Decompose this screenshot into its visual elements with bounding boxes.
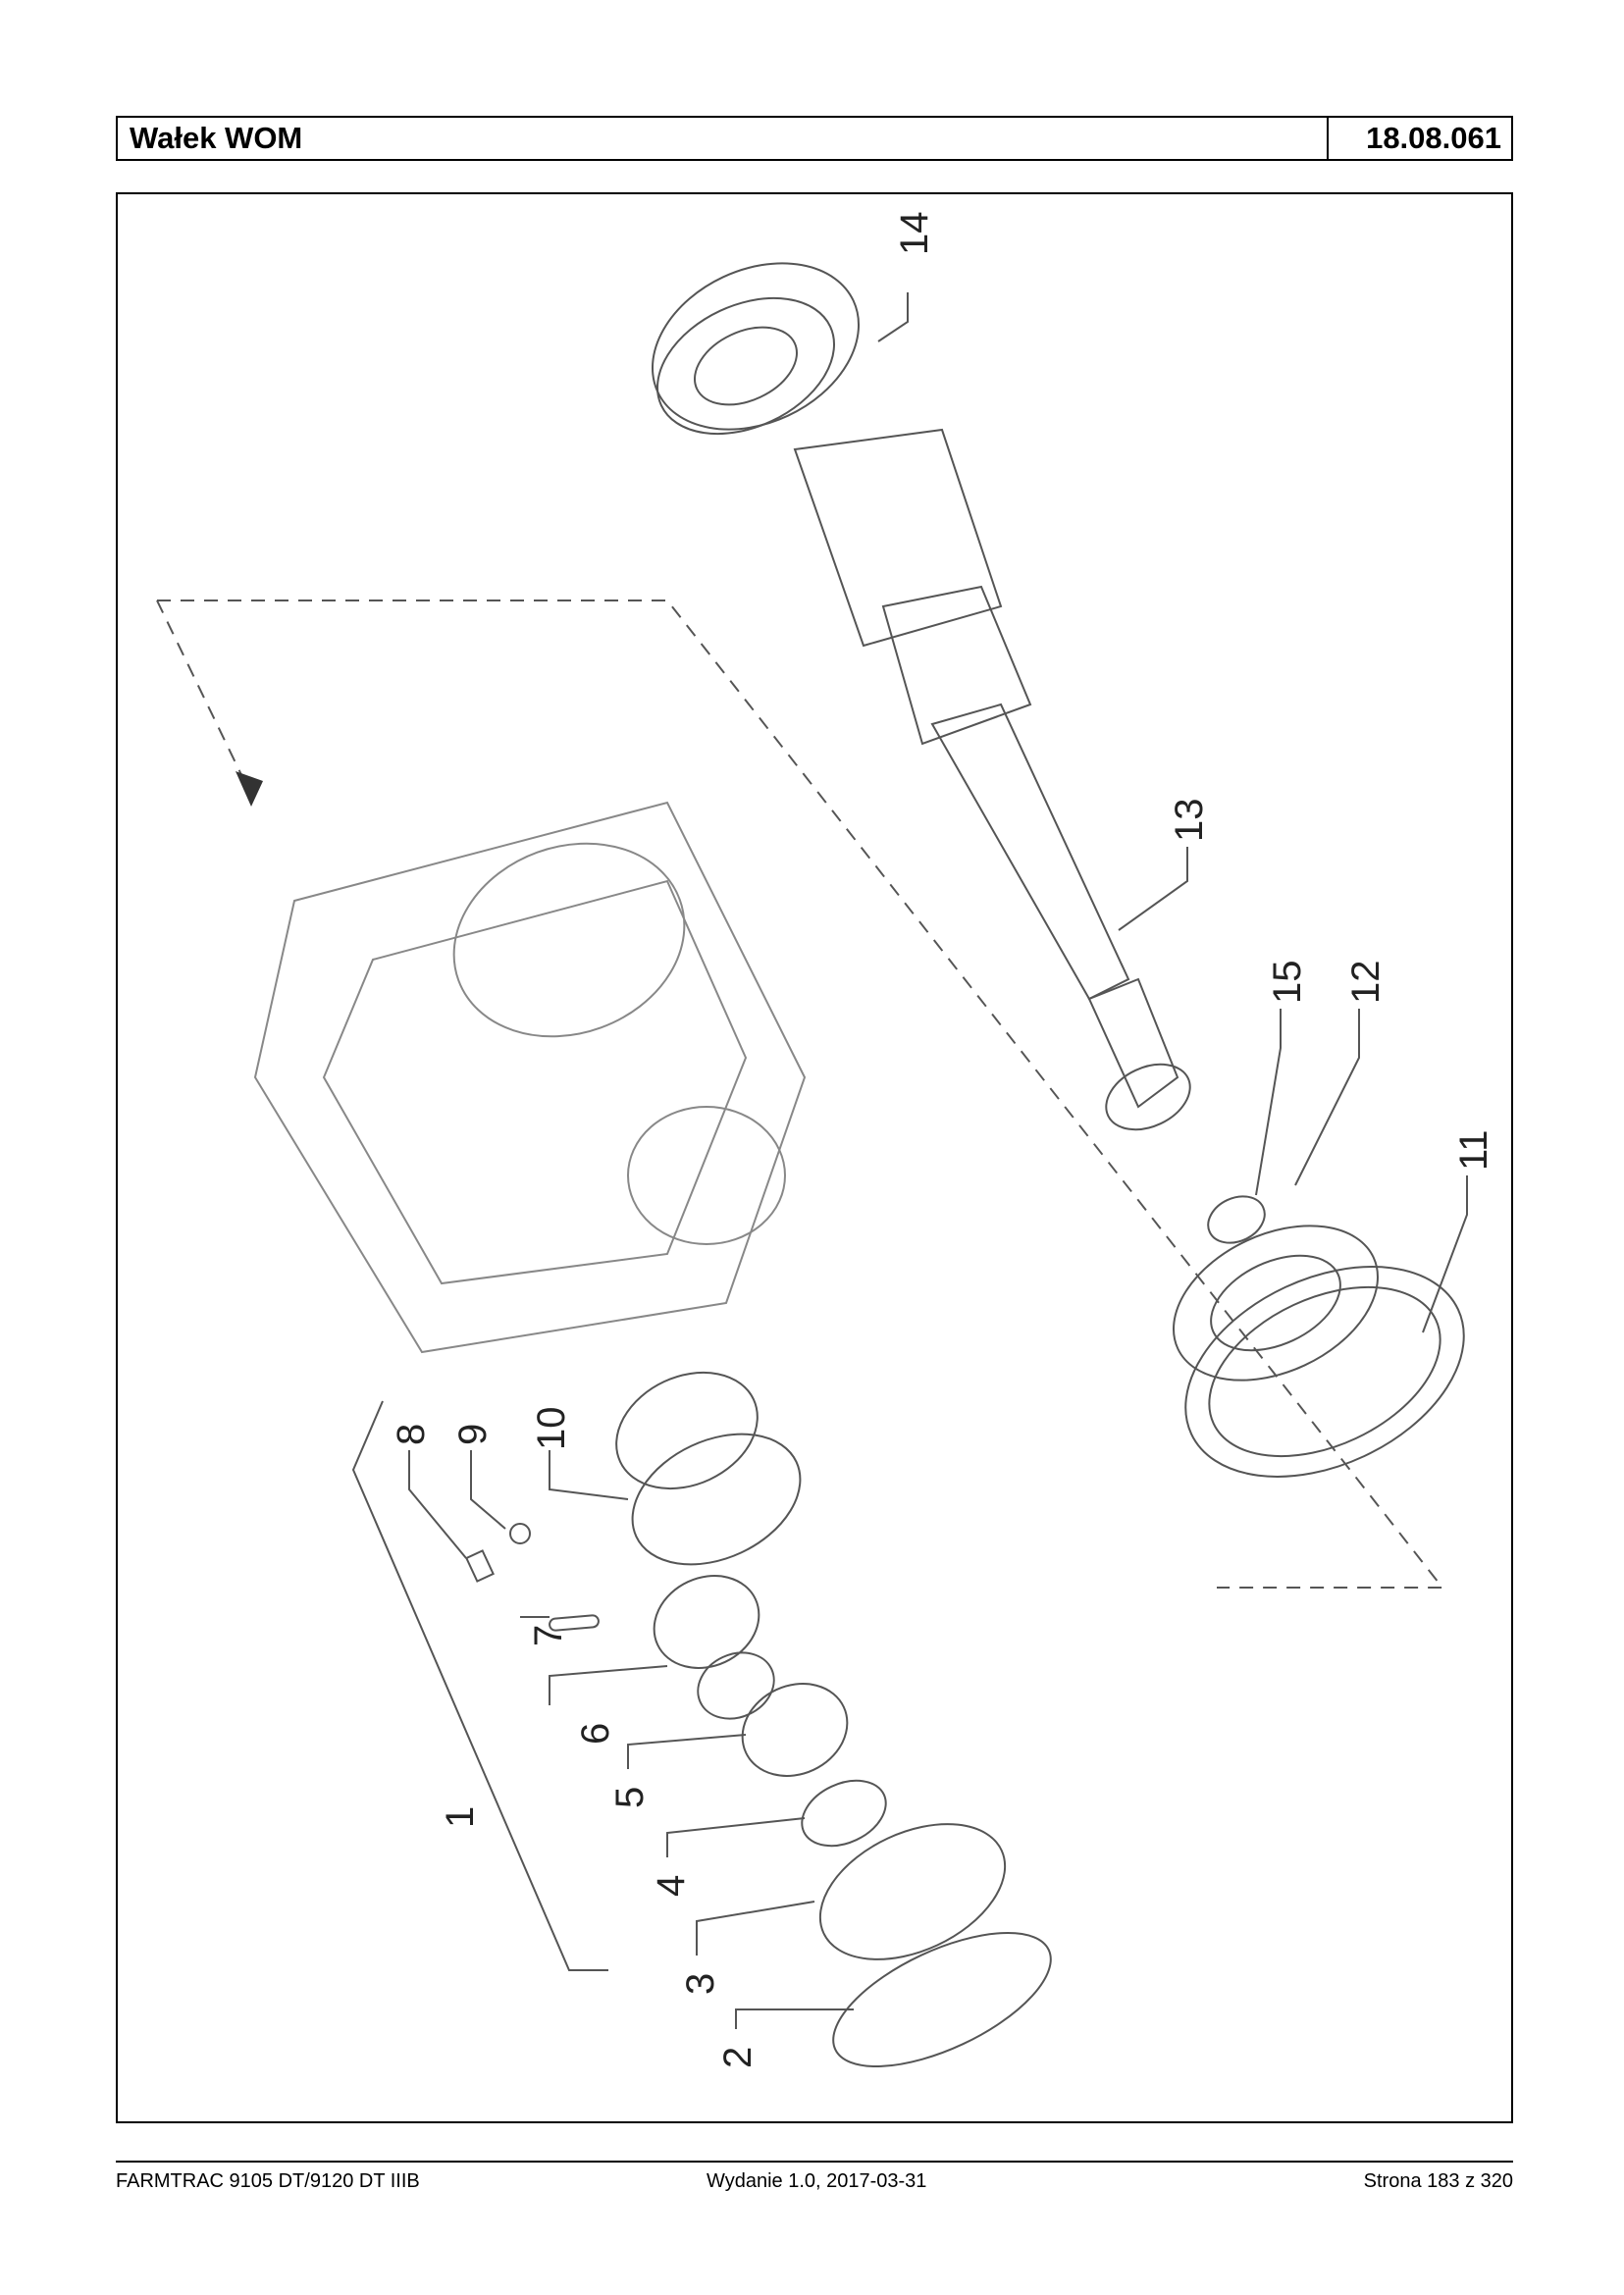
callout-4: 4 [650, 1875, 693, 1897]
pin-7 [549, 1614, 600, 1632]
footer-edition: Wydanie 1.0, 2017-03-31 [707, 2170, 927, 2192]
page-header: Wałek WOM 18.08.061 [116, 116, 1513, 161]
diagram-frame: 14 13 15 12 11 10 9 8 7 6 5 4 3 2 1 [116, 192, 1513, 2123]
roller-bearing-5 [741, 1683, 849, 1777]
callout-15: 15 [1266, 961, 1309, 1005]
leader-3 [696, 1901, 815, 1956]
assembly-dashed-line [157, 600, 1445, 1589]
assembly-dashed-arrow-line [156, 600, 246, 784]
spring-8 [465, 1549, 495, 1583]
leader-10 [549, 1450, 629, 1500]
callout-9: 9 [451, 1424, 495, 1445]
footer-divider [116, 2161, 1513, 2163]
bearing-cone-6 [653, 1575, 775, 1720]
assembly-arrow [236, 771, 263, 807]
leader-15 [1255, 1009, 1282, 1196]
assembly-bracket-1 [351, 1400, 608, 1971]
footer-model: FARMTRAC 9105 DT/9120 DT IIIB [116, 2170, 420, 2192]
bushing-15 [1207, 1195, 1266, 1244]
callout-5: 5 [608, 1787, 652, 1808]
gearbox-housing [253, 801, 807, 1354]
callout-1: 1 [439, 1806, 482, 1828]
callout-11: 11 [1452, 1129, 1495, 1171]
leader-5 [627, 1734, 747, 1769]
callout-13: 13 [1168, 799, 1211, 843]
leader-2 [735, 2008, 854, 2029]
clutch-hub-10 [615, 1371, 802, 1566]
cup-ring-3 [818, 1823, 1007, 1960]
callout-7: 7 [527, 1625, 570, 1646]
leader-6 [549, 1665, 668, 1705]
leader-8 [408, 1450, 467, 1559]
leader-11 [1422, 1175, 1468, 1333]
callout-10: 10 [530, 1407, 573, 1451]
bearing-14 [651, 262, 861, 436]
callout-8: 8 [390, 1424, 433, 1445]
ball-9 [509, 1523, 531, 1544]
exploded-view-drawing: 14 13 15 12 11 10 9 8 7 6 5 4 3 2 1 [156, 212, 1495, 2068]
leader-4 [666, 1817, 806, 1857]
shaft-13 [793, 428, 1191, 1131]
leader-9 [470, 1450, 506, 1530]
leader-14 [877, 292, 909, 342]
callout-14: 14 [893, 212, 936, 256]
callout-3: 3 [679, 1973, 722, 1995]
page-title: Wałek WOM [130, 121, 303, 155]
washer-4 [801, 1779, 887, 1848]
callout-12: 12 [1344, 961, 1388, 1005]
part-number: 18.08.061 [1327, 118, 1511, 159]
footer-page-number: Strona 183 z 320 [1363, 2170, 1513, 2192]
callout-6: 6 [574, 1723, 617, 1745]
callout-2: 2 [716, 2047, 760, 2068]
leader-12 [1294, 1009, 1360, 1186]
seal-housing-11-12 [1173, 1225, 1465, 1478]
leader-13 [1118, 847, 1188, 931]
circlip-2 [832, 1931, 1052, 2068]
